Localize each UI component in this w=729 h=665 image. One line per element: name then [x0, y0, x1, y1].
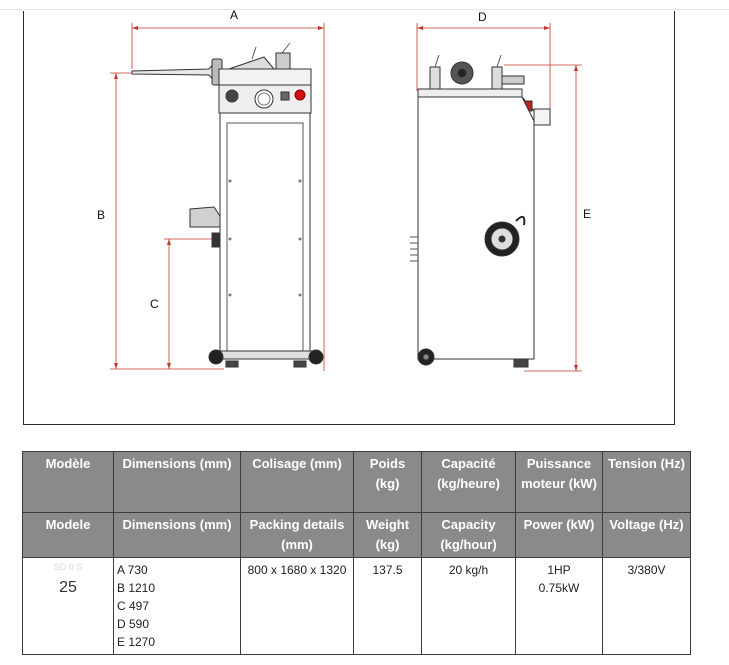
header-power-en: Power (kW): [515, 512, 603, 558]
power-kw: 0.75kW: [538, 581, 580, 595]
top-divider: [0, 9, 729, 10]
cell-voltage: 3/380V: [602, 557, 691, 655]
header-weight-en: Weight (kg): [353, 512, 422, 558]
header-model-fr: Modèle: [22, 451, 114, 513]
header-capacity-en: Capacity (kg/hour): [421, 512, 516, 558]
header-power-fr: Puissance moteur (kW): [515, 451, 603, 513]
cell-packing: 800 x 1680 x 1320: [240, 557, 354, 655]
dimension-e: E 1270: [117, 635, 156, 649]
machine-drawing-svg: [110, 23, 582, 372]
power-hp: 1HP: [547, 563, 571, 577]
model-number: 25: [59, 579, 77, 596]
dimension-b: B 1210: [117, 581, 156, 595]
header-row-french: Modèle Dimensions (mm) Colisage (mm) Poi…: [22, 451, 691, 513]
header-voltage-fr: Tension (Hz): [602, 451, 691, 513]
header-weight-fr: Poids (kg): [353, 451, 422, 513]
table-row: SD 0 S 25 A 730 B 1210 C 497 D 590 E 127…: [22, 557, 691, 655]
dimension-a: A 730: [117, 563, 148, 577]
cell-dimensions: A 730 B 1210 C 497 D 590 E 1270: [113, 557, 241, 655]
header-packing-en: Packing details (mm): [240, 512, 354, 558]
dim-label-e: E: [583, 207, 592, 221]
technical-drawing: A B C D E: [23, 8, 675, 425]
cell-weight: 137.5: [353, 557, 422, 655]
header-row-english: Modele Dimensions (mm) Packing details (…: [22, 512, 691, 558]
header-voltage-en: Voltage (Hz): [602, 512, 691, 558]
cell-power: 1HP 0.75kW: [515, 557, 603, 655]
cell-model: SD 0 S 25: [22, 557, 114, 655]
header-dimensions-en: Dimensions (mm): [113, 512, 241, 558]
dimension-d: D 590: [117, 617, 150, 631]
dim-label-d: D: [478, 10, 487, 24]
model-code-faint: SD 0 S: [53, 562, 83, 572]
dim-label-a: A: [230, 8, 239, 22]
dim-label-b: B: [97, 208, 106, 222]
front-view: [131, 42, 324, 368]
header-packing-fr: Colisage (mm): [240, 451, 354, 513]
spec-table: Modèle Dimensions (mm) Colisage (mm) Poi…: [22, 451, 691, 655]
header-model-en: Modele: [22, 512, 114, 558]
header-dimensions-fr: Dimensions (mm): [113, 451, 241, 513]
header-capacity-fr: Capacité (kg/heure): [421, 451, 516, 513]
side-view: [410, 54, 551, 368]
cell-capacity: 20 kg/h: [421, 557, 516, 655]
dim-label-c: C: [150, 297, 159, 311]
dimension-c: C 497: [117, 599, 150, 613]
